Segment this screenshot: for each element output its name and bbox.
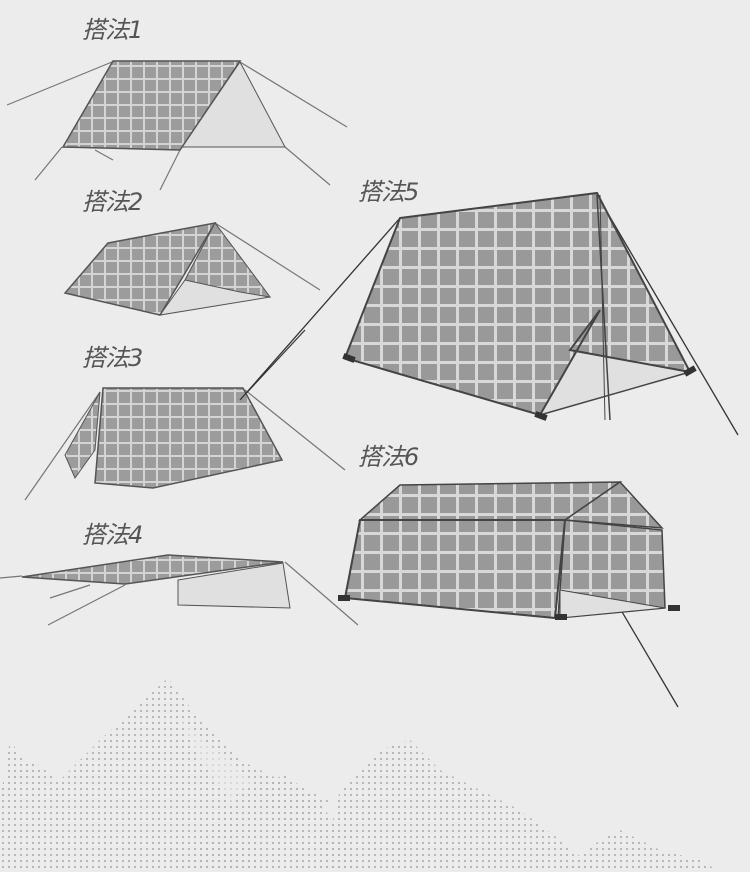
setup-3-diagram — [24, 329, 346, 501]
setup-3-label: 搭法3 — [82, 344, 143, 372]
setup-5-label: 搭法5 — [358, 178, 419, 206]
setup-1-diagram — [6, 60, 348, 191]
setup-2-diagram — [63, 221, 321, 316]
setup-6-diagram — [338, 481, 680, 708]
setup-1-label: 搭法1 — [82, 16, 143, 44]
setup-6-label: 搭法6 — [358, 443, 419, 471]
setup-4-diagram — [0, 554, 359, 626]
mountain-background — [0, 678, 720, 872]
setup-2-label: 搭法2 — [82, 188, 143, 216]
setup-4-label: 搭法4 — [82, 521, 143, 549]
setup-5-diagram — [239, 191, 739, 436]
